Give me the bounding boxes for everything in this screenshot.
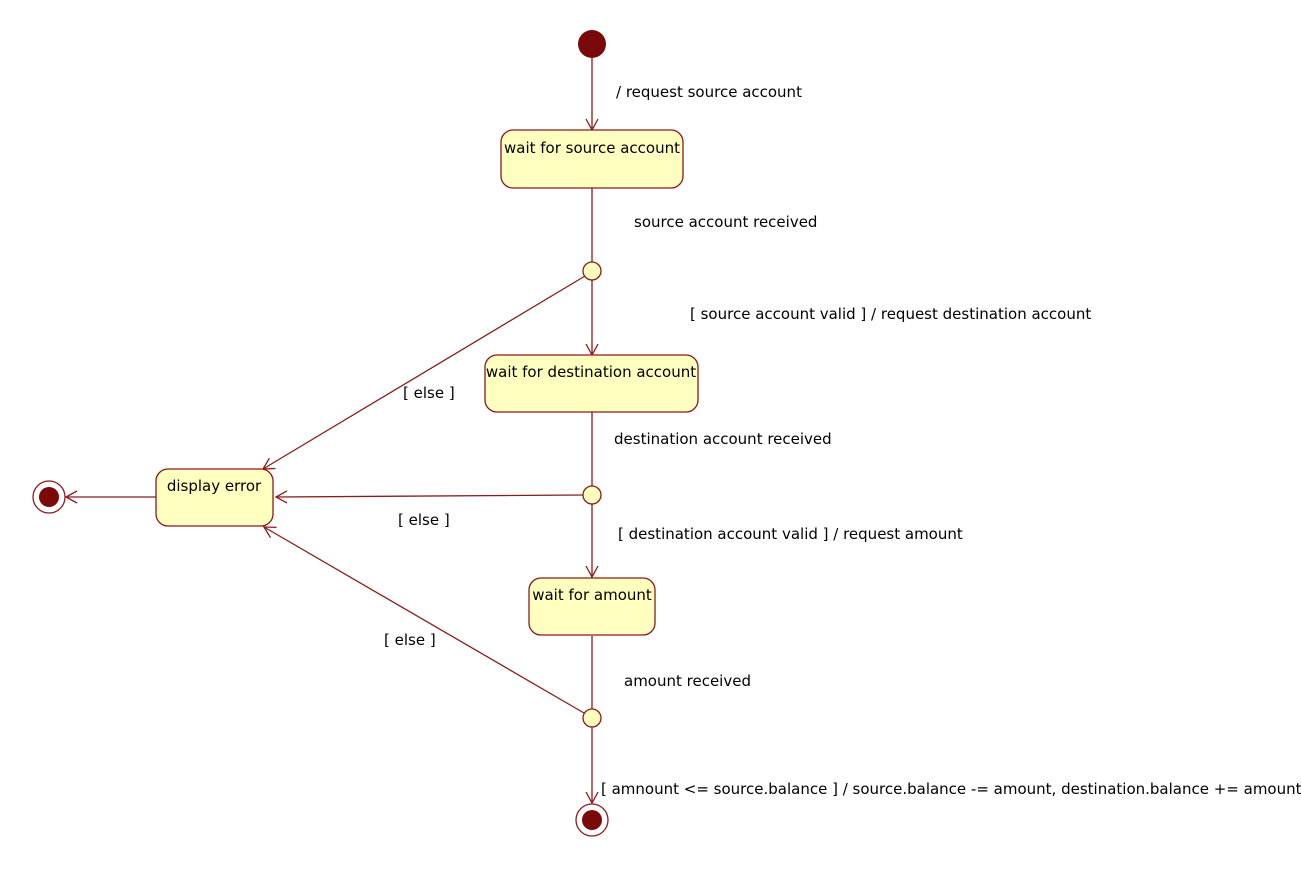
- edge-choice2-to-error: [274, 490, 584, 504]
- state-wait-amount-label: wait for amount: [532, 586, 652, 604]
- state-wait-destination-label: wait for destination account: [486, 363, 696, 381]
- final-node-success: [575, 803, 609, 837]
- label-amount-else: [ else ]: [384, 631, 436, 649]
- choice-node-source: [582, 261, 602, 281]
- state-wait-destination: wait for destination account: [484, 354, 699, 413]
- state-display-error: display error: [155, 468, 274, 527]
- state-wait-amount: wait for amount: [528, 577, 656, 636]
- initial-node: [578, 30, 606, 58]
- final-node-error: [32, 480, 66, 514]
- label-amount-received: amount received: [624, 672, 751, 690]
- choice-node-destination: [582, 485, 602, 505]
- label-amount-ok: [ amnount <= source.balance ] / source.b…: [601, 780, 1301, 798]
- label-destination-received: destination account received: [614, 430, 832, 448]
- state-wait-source: wait for source account: [500, 129, 684, 189]
- label-source-valid: [ source account valid ] / request desti…: [690, 305, 1091, 323]
- label-destination-else: [ else ]: [398, 511, 450, 529]
- label-destination-valid: [ destination account valid ] / request …: [618, 525, 963, 543]
- state-display-error-label: display error: [167, 477, 262, 495]
- edge-choice3-to-error: [262, 526, 585, 714]
- label-source-received: source account received: [634, 213, 817, 231]
- choice-node-amount: [582, 708, 602, 728]
- state-wait-source-label: wait for source account: [504, 139, 680, 157]
- edge-choice1-to-error: [261, 275, 586, 470]
- label-source-else: [ else ]: [403, 384, 455, 402]
- label-initial: / request source account: [616, 83, 802, 101]
